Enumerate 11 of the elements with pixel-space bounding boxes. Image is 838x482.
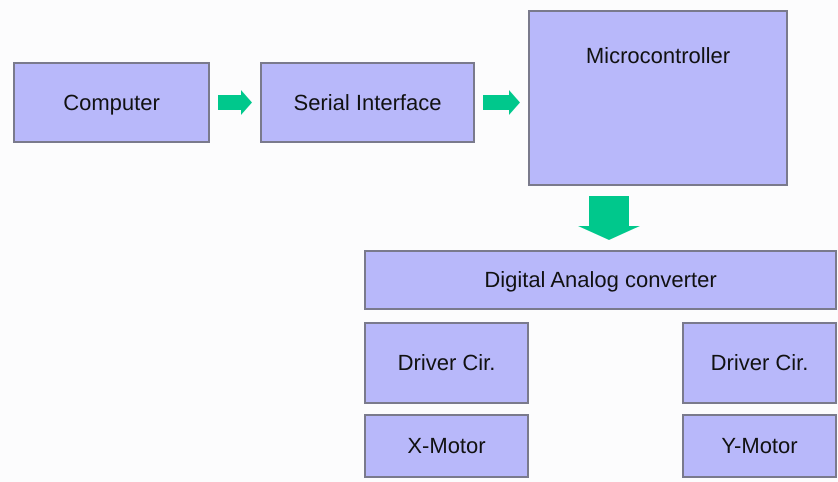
process-box: Computer xyxy=(13,62,210,143)
block-arrow xyxy=(578,196,640,240)
process-box: Driver Cir. xyxy=(364,322,529,404)
block-arrow xyxy=(218,90,252,115)
block-arrow xyxy=(483,90,520,115)
process-box: Driver Cir. xyxy=(682,322,837,404)
process-box: Serial Interface xyxy=(260,62,475,143)
process-box: Digital Analog converter xyxy=(364,250,837,310)
process-box: X-Motor xyxy=(364,414,529,478)
process-box: Microcontroller xyxy=(528,10,788,186)
process-box: Y-Motor xyxy=(682,414,837,478)
